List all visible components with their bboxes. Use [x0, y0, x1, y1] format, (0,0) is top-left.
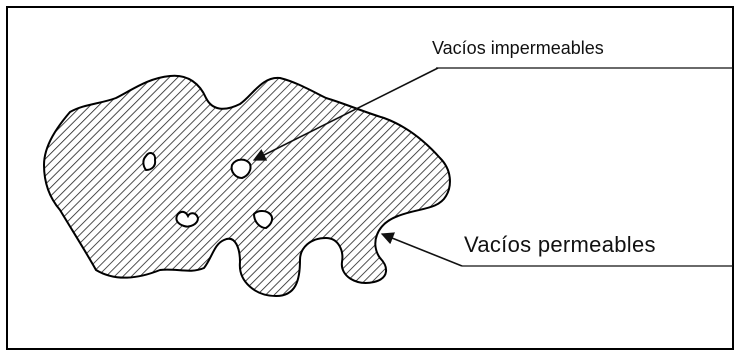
void-impermeable-1 — [143, 153, 155, 170]
label-permeable-voids: Vacíos permeables — [464, 232, 656, 257]
label-impermeable-voids: Vacíos impermeables — [432, 38, 604, 58]
void-impermeable-2 — [232, 160, 251, 178]
permeable-arrow — [382, 234, 462, 266]
aggregate-particle — [44, 76, 450, 296]
void-impermeable-3 — [176, 212, 198, 227]
